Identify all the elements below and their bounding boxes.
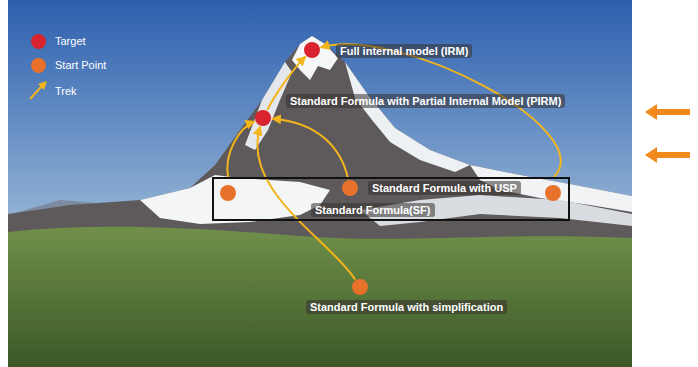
legend-trek-head xyxy=(38,81,47,90)
legend-trek-line xyxy=(30,86,42,99)
side-arrow xyxy=(645,147,690,163)
start-point xyxy=(220,185,236,201)
summit-snow xyxy=(292,36,338,80)
legend-text: Start Point xyxy=(55,58,106,72)
trek-arrow xyxy=(227,121,254,177)
node-label: Full internal model (IRM) xyxy=(336,44,472,58)
node-label: Standard Formula(SF) xyxy=(311,203,435,217)
trek-arrow xyxy=(321,44,561,177)
legend-swatch xyxy=(31,34,46,49)
start-point xyxy=(545,185,561,201)
target-point: Full internal model (IRM) xyxy=(304,42,320,58)
node-label: Standard Formula with Partial Internal M… xyxy=(286,94,565,108)
start-point: Standard Formula with simplification xyxy=(352,279,368,295)
legend-text: Target xyxy=(55,34,86,48)
standard-formula-band: Standard Formula(SF) xyxy=(212,177,570,221)
node-label: Standard Formula with USP xyxy=(368,181,521,195)
trek-arrow xyxy=(272,119,348,180)
node-label: Standard Formula with simplification xyxy=(306,300,507,314)
ridge-snow xyxy=(345,62,470,172)
left-glacier xyxy=(140,175,330,224)
legend-swatch xyxy=(31,58,46,73)
start-point: Standard Formula with USP xyxy=(342,180,358,196)
side-arrow xyxy=(645,104,690,120)
mountain-rock xyxy=(8,36,632,250)
target-point: Standard Formula with Partial Internal M… xyxy=(255,110,271,126)
sky xyxy=(8,0,632,367)
meadow xyxy=(8,227,632,367)
legend-text: Trek xyxy=(55,84,77,98)
